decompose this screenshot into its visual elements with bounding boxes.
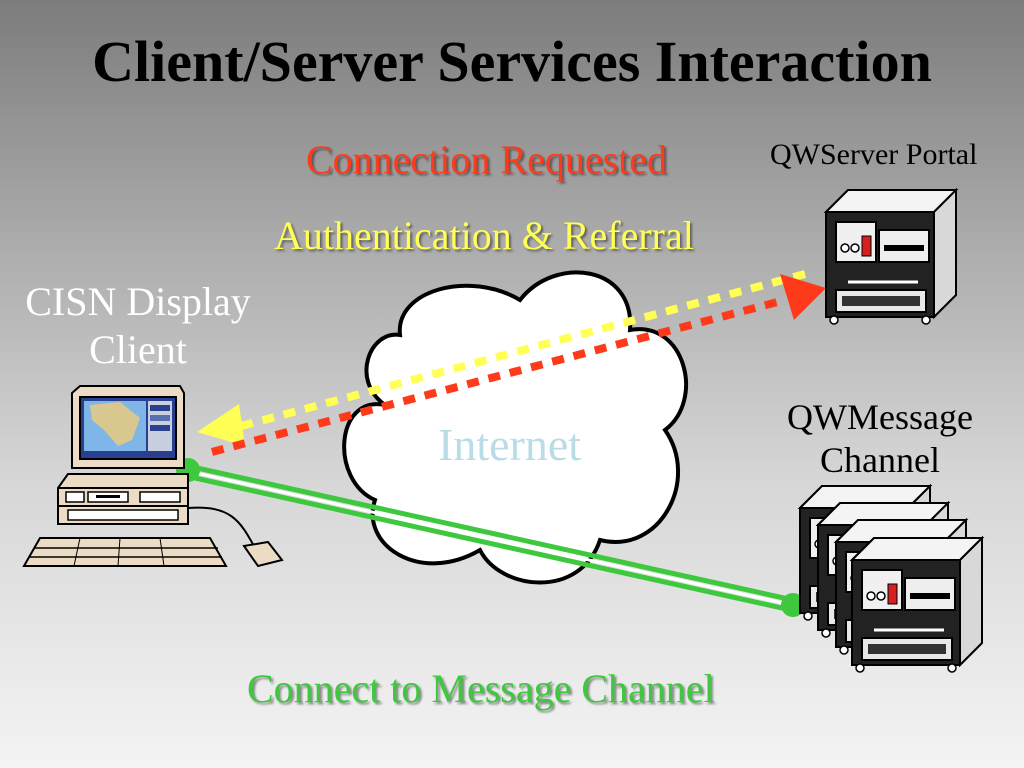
- client-computer: [22, 385, 284, 568]
- portal-label: QWServer Portal: [770, 138, 978, 171]
- message-channel-connection: [176, 458, 805, 617]
- page-title: Client/Server Services Interaction: [92, 29, 932, 94]
- authentication-arrow: [197, 270, 807, 446]
- message-channel-servers: [798, 484, 984, 674]
- connect-to-message-channel-label: Connect to Message Channel: [247, 666, 715, 711]
- client-label-line2: Client: [89, 327, 187, 372]
- channel-label-line2: Channel: [820, 440, 940, 481]
- authentication-referral-label: Authentication & Referral: [274, 213, 694, 258]
- client-label: CISN Display Client: [4, 278, 272, 374]
- message-channel-label: QWMessage Channel: [770, 396, 990, 482]
- internet-label: Internet: [438, 419, 582, 470]
- client-label-line1: CISN Display: [25, 279, 251, 324]
- portal-server: [824, 188, 958, 326]
- connection-requested-label: Connection Requested: [306, 137, 668, 182]
- channel-label-line1: QWMessage: [787, 397, 973, 437]
- connection-request-arrow: [210, 274, 826, 456]
